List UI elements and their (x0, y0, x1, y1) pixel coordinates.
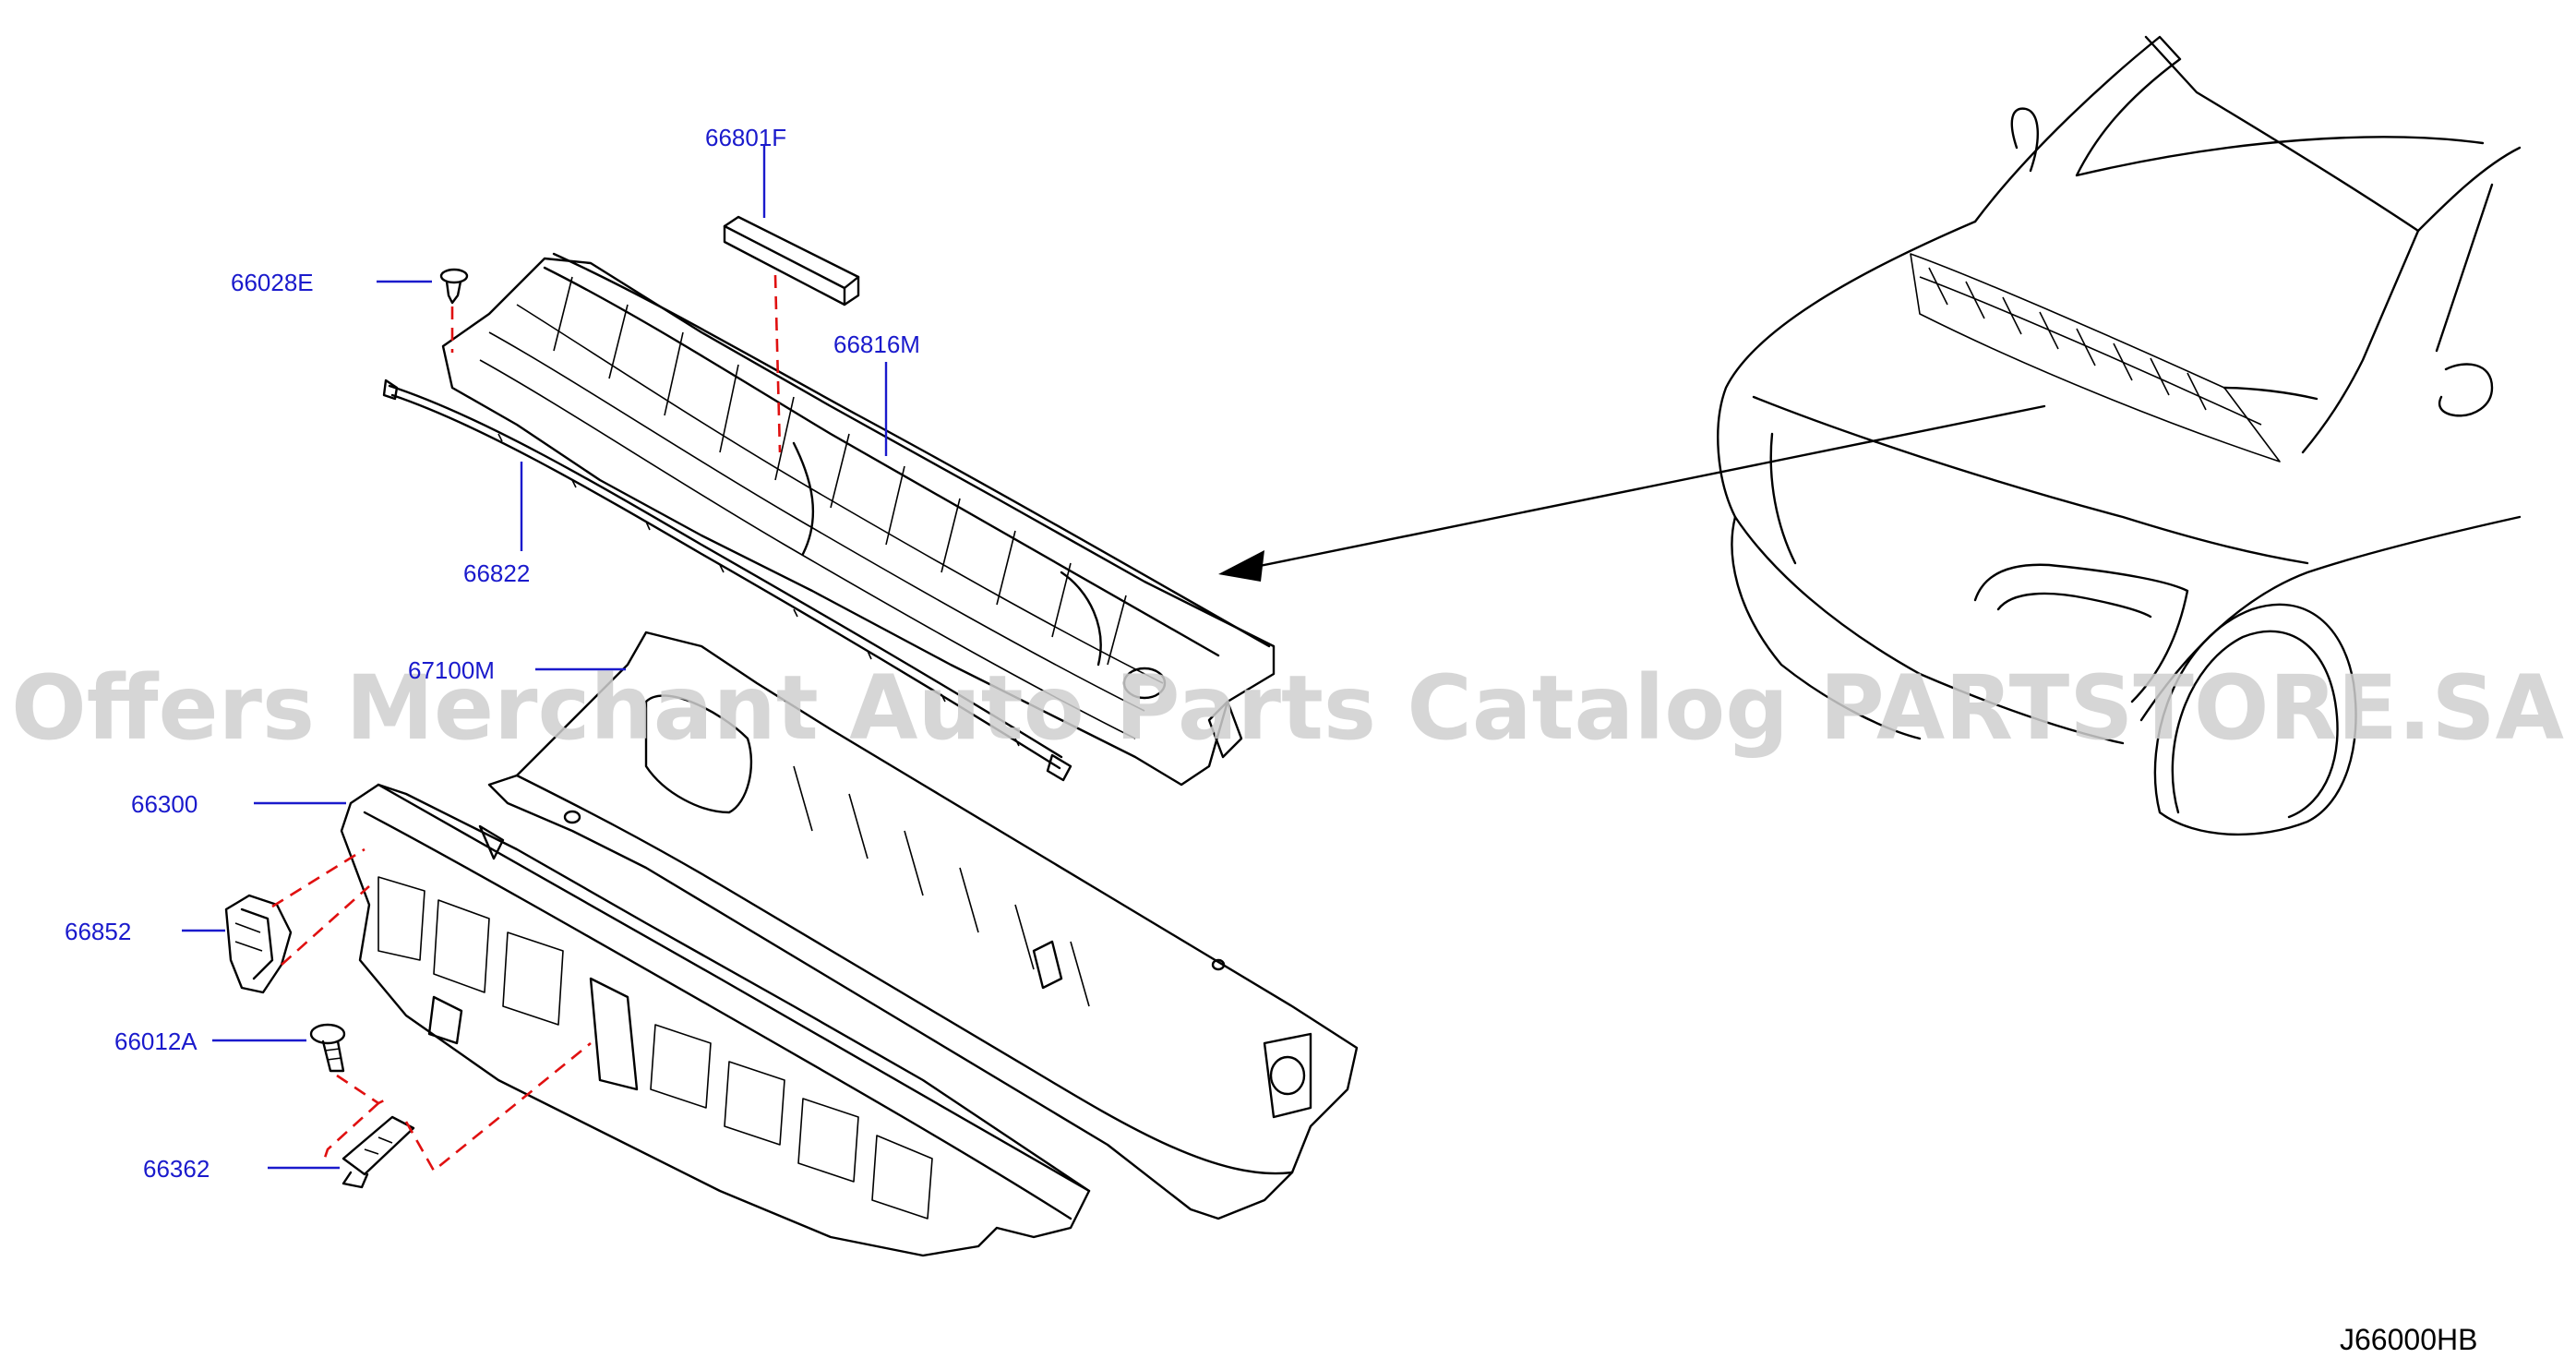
part-67100M-illustration (487, 631, 1359, 1220)
callout-66300[interactable]: 66300 (131, 790, 198, 818)
part-66012A-illustration (309, 1023, 346, 1073)
callout-66801F[interactable]: 66801F (705, 124, 786, 151)
part-66300-illustration (340, 783, 1091, 1257)
callout-67100M[interactable]: 67100M (408, 656, 495, 684)
cowl-panel-openings (377, 876, 933, 1220)
location-indicator-arrow (1218, 404, 2046, 582)
callout-66816M[interactable]: 66816M (833, 330, 920, 358)
callout-labels: 66801F 66028E 66816M 66822 67100M 66300 … (65, 124, 920, 1183)
part-66801F-illustration (723, 215, 860, 306)
part-66816M-illustration (441, 252, 1276, 787)
part-66028E-illustration (439, 268, 469, 305)
callout-66028E[interactable]: 66028E (231, 269, 314, 296)
part-66362-illustration (341, 1115, 415, 1189)
watermark-text: Offers Merchant Auto Parts Catalog PARTS… (11, 656, 2564, 760)
callout-66852[interactable]: 66852 (65, 918, 131, 945)
callout-66822[interactable]: 66822 (463, 559, 530, 587)
callout-66362[interactable]: 66362 (143, 1155, 210, 1183)
callout-66012A[interactable]: 66012A (114, 1028, 198, 1055)
part-66852-illustration (224, 894, 293, 994)
leader-lines (182, 146, 888, 1170)
part-66822-illustration (382, 379, 1072, 782)
assembly-guides (271, 274, 782, 1172)
diagram-code: J66000HB (2340, 1323, 2477, 1356)
vehicle-front-illustration (1717, 35, 2522, 836)
